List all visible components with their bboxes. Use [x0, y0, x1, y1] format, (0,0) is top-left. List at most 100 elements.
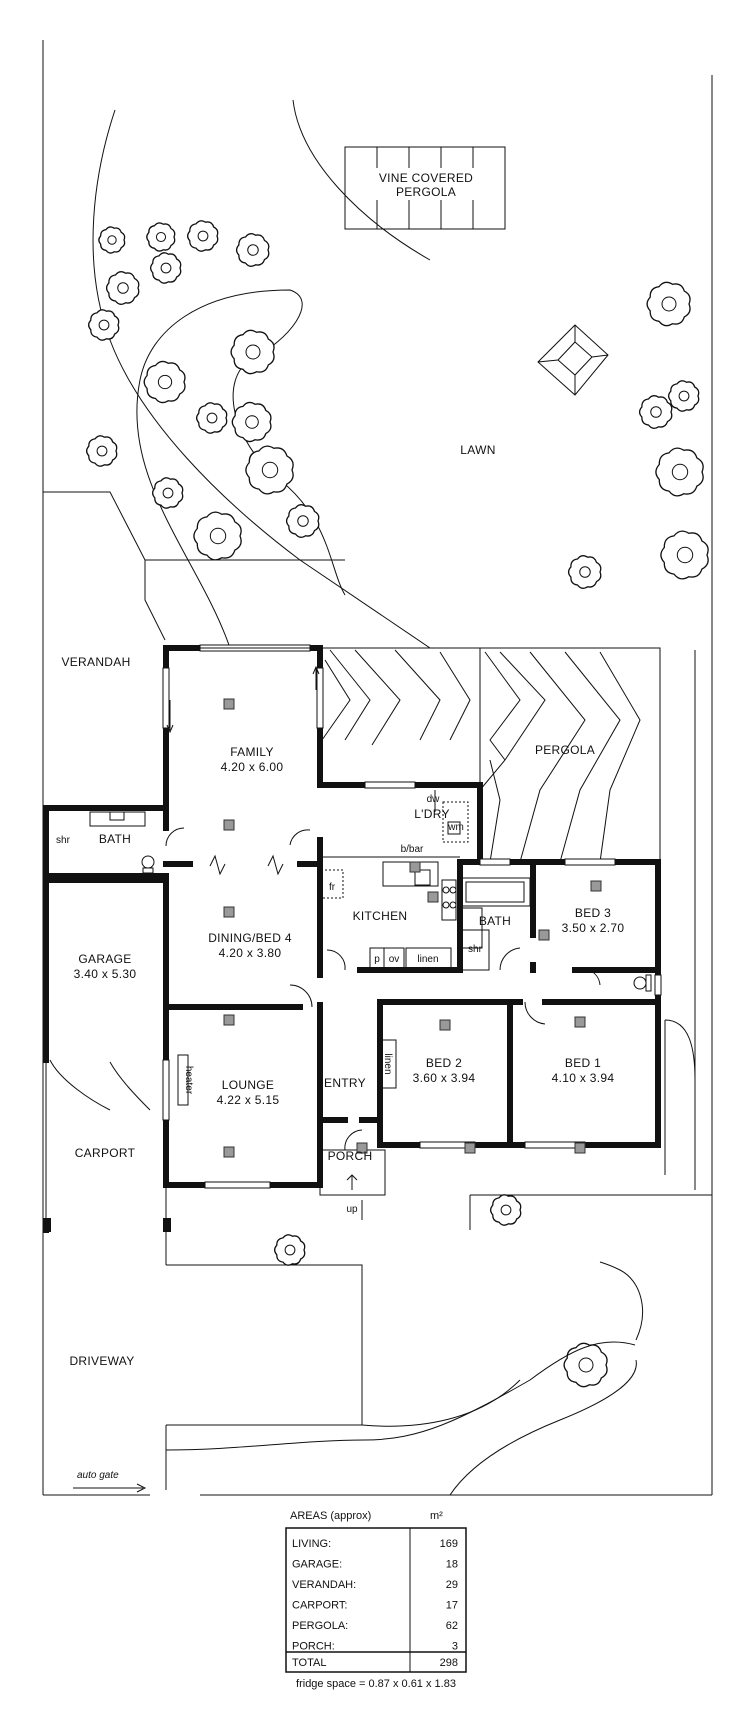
ceiling-light-icon — [409, 861, 421, 873]
linen-entry-label: linen — [382, 1053, 393, 1074]
area-row-value: 29 — [446, 1579, 458, 1591]
tree-icon — [193, 511, 242, 561]
tree-icon — [638, 395, 673, 429]
bed1-dim: 4.10 x 3.94 — [552, 1071, 615, 1085]
auto-gate: auto gate — [73, 1470, 147, 1493]
ceiling-light-icon — [439, 1019, 451, 1031]
ceiling-light-icon — [590, 880, 602, 892]
ov-label: ov — [389, 954, 400, 965]
pergola-area: PERGOLA — [320, 647, 661, 863]
doors — [49, 827, 601, 1151]
heater-label: heater — [183, 1066, 194, 1095]
vine-pergola: VINE COVERED PERGOLA — [344, 146, 506, 230]
garden-path — [43, 99, 431, 649]
tree-icon — [196, 402, 228, 434]
tree-icon — [668, 380, 700, 412]
verandah-label: VERANDAH — [61, 655, 130, 669]
porch-label: PORCH — [328, 1149, 373, 1163]
ceiling-light-icon — [223, 1014, 235, 1026]
gazebo-icon — [537, 324, 609, 396]
slide-arrows — [166, 665, 320, 734]
areas-total-value: 298 — [440, 1657, 458, 1669]
driveway-label: DRIVEWAY — [69, 1354, 134, 1368]
shr-mid-label: shr — [468, 944, 483, 955]
dining-dim: 4.20 x 3.80 — [219, 946, 282, 960]
tree-icon — [274, 1234, 306, 1266]
ceiling-light-icon — [574, 1142, 586, 1154]
area-row-value: 169 — [440, 1538, 458, 1550]
area-row-value: 17 — [446, 1600, 458, 1612]
family-label: FAMILY — [230, 745, 274, 759]
bed3-label: BED 3 — [575, 906, 611, 920]
tree-icon — [655, 447, 704, 497]
bed2-dim: 3.60 x 3.94 — [413, 1071, 476, 1085]
shr-left-label: shr — [56, 835, 71, 846]
side-fence — [659, 650, 696, 1190]
areas-unit: m² — [430, 1510, 443, 1522]
lawn-label: LAWN — [460, 443, 495, 457]
ceiling-light-icon — [464, 1142, 476, 1154]
area-row-value: 18 — [446, 1559, 458, 1571]
lounge-dim: 4.22 x 5.15 — [217, 1093, 280, 1107]
tree-icon — [230, 329, 275, 375]
tree-icon — [646, 281, 691, 327]
bed1-label: BED 1 — [565, 1056, 601, 1070]
tree-icon — [567, 555, 602, 589]
area-row-name: CARPORT: — [292, 1600, 347, 1612]
ceiling-light-icon — [223, 1146, 235, 1158]
tree-icon — [660, 530, 709, 580]
trees — [86, 220, 709, 1388]
areas-total-label: TOTAL — [292, 1657, 326, 1669]
family-dim: 4.20 x 6.00 — [221, 760, 284, 774]
tree-icon — [285, 504, 320, 538]
dw-label: dw — [427, 794, 441, 805]
area-row-name: PORCH: — [292, 1641, 335, 1653]
carport-label: CARPORT — [75, 1146, 136, 1160]
bifold-doors — [209, 854, 284, 876]
bed2-label: BED 2 — [426, 1056, 462, 1070]
areas-footnote: fridge space = 0.87 x 0.61 x 1.83 — [296, 1678, 456, 1690]
vine-pergola-label-2: PERGOLA — [396, 185, 456, 199]
area-row-value: 62 — [446, 1620, 458, 1632]
ceiling-light-icon — [574, 1016, 586, 1028]
auto-gate-label: auto gate — [77, 1470, 119, 1481]
tree-icon — [86, 435, 118, 467]
ceiling-light-icon — [356, 1142, 368, 1154]
ceiling-lights — [223, 698, 602, 1158]
vine-pergola-label-1: VINE COVERED — [379, 171, 473, 185]
tree-icon — [245, 445, 294, 495]
lounge-label: LOUNGE — [222, 1078, 274, 1092]
tree-icon — [563, 1342, 608, 1388]
driveway-outline — [165, 1194, 712, 1496]
fr-label: fr — [329, 882, 336, 893]
ceiling-light-icon — [223, 698, 235, 710]
bath-left-label: BATH — [99, 832, 131, 846]
wm-label: wm — [447, 822, 464, 833]
tree-icon — [152, 477, 184, 509]
bbar-label: b/bar — [401, 844, 424, 855]
tree-icon — [105, 271, 140, 305]
tree-icon — [490, 1194, 522, 1226]
tree-icon — [143, 360, 186, 404]
area-row-name: LIVING: — [292, 1538, 331, 1550]
tree-icon — [88, 309, 120, 341]
entry-label: ENTRY — [324, 1076, 366, 1090]
garage-dim: 3.40 x 5.30 — [74, 967, 137, 981]
bath-mid-label: BATH — [479, 914, 511, 928]
windows — [162, 644, 662, 1189]
garage-carport — [43, 1060, 171, 1265]
tree-icon — [98, 226, 126, 254]
up-label: up — [346, 1204, 358, 1215]
ldry-label: L'DRY — [414, 807, 450, 821]
areas-title: AREAS (approx) — [290, 1510, 371, 1522]
garage-label: GARAGE — [78, 952, 131, 966]
dining-label: DINING/BED 4 — [208, 931, 292, 945]
bed3-dim: 3.50 x 2.70 — [562, 921, 625, 935]
area-row-name: VERANDAH: — [292, 1579, 356, 1591]
area-row-name: GARAGE: — [292, 1559, 342, 1571]
tree-icon — [150, 252, 182, 284]
tree-icon — [187, 220, 219, 252]
tree-icon — [235, 233, 270, 267]
